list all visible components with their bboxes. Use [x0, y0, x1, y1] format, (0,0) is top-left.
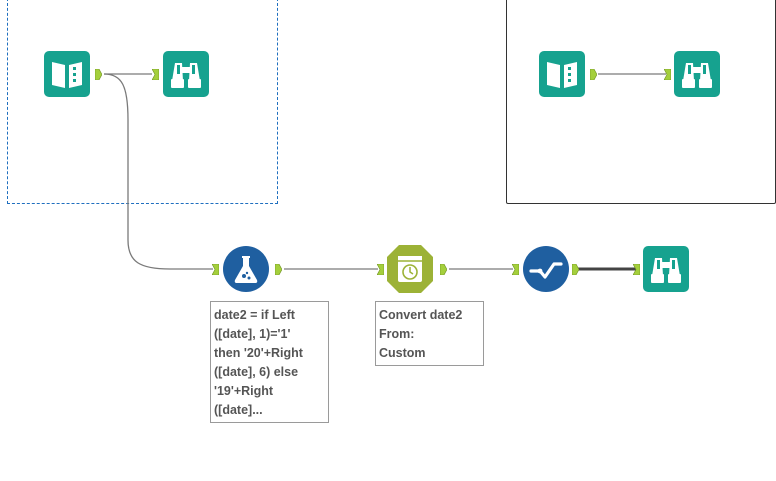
- flask-icon: [223, 246, 269, 292]
- binoculars-icon: [674, 51, 720, 97]
- output-anchor[interactable]: [572, 264, 579, 275]
- binoculars-icon: [163, 51, 209, 97]
- output-anchor[interactable]: [440, 264, 447, 275]
- browse-tool-1[interactable]: [163, 51, 209, 97]
- datetime-tool[interactable]: [387, 245, 433, 293]
- output-anchor[interactable]: [275, 264, 282, 275]
- input-anchor[interactable]: [664, 69, 671, 80]
- tool-container-left[interactable]: [7, 0, 278, 204]
- book-icon: [539, 51, 585, 97]
- formula-tool[interactable]: [223, 246, 269, 292]
- input-anchor[interactable]: [377, 264, 384, 275]
- clock-icon: [387, 245, 433, 293]
- browse-tool-2[interactable]: [674, 51, 720, 97]
- output-anchor[interactable]: [590, 69, 597, 80]
- output-anchor[interactable]: [95, 69, 102, 80]
- checkmark-icon: [523, 246, 569, 292]
- input-anchor[interactable]: [512, 264, 519, 275]
- input-anchor[interactable]: [633, 264, 640, 275]
- input-data-tool-2[interactable]: [539, 51, 585, 97]
- select-tool[interactable]: [523, 246, 569, 292]
- formula-annotation: date2 = if Left ([date], 1)='1' then '20…: [210, 301, 329, 423]
- input-anchor[interactable]: [212, 264, 219, 275]
- connection-input1-formula: [103, 73, 213, 270]
- binoculars-icon: [643, 246, 689, 292]
- input-anchor[interactable]: [152, 69, 159, 80]
- browse-tool-3[interactable]: [643, 246, 689, 292]
- input-data-tool-1[interactable]: [44, 51, 90, 97]
- book-icon: [44, 51, 90, 97]
- datetime-annotation: Convert date2 From: Custom: [375, 301, 484, 366]
